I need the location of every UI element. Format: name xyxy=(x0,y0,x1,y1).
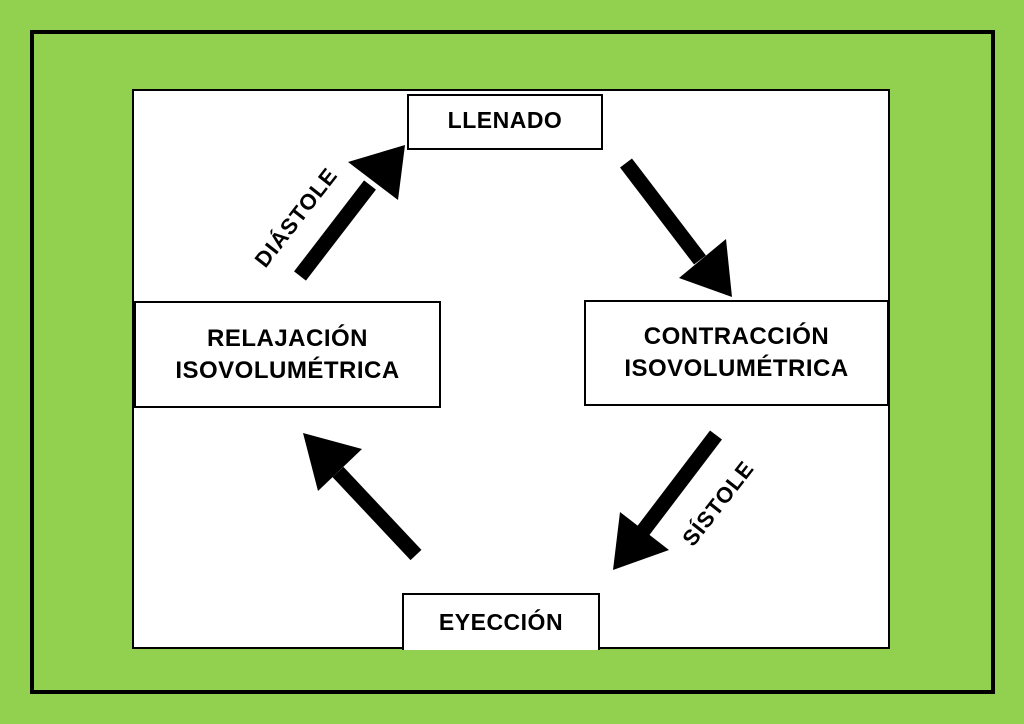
outer-frame xyxy=(30,30,995,694)
stage-eyeccion: EYECCIÓN xyxy=(402,593,600,650)
stage-contraccion-isovolumetrica: CONTRACCIÓN ISOVOLUMÉTRICA xyxy=(584,300,889,406)
stage-relajacion-label: RELAJACIÓN ISOVOLUMÉTRICA xyxy=(175,324,400,384)
stage-contraccion-label: CONTRACCIÓN ISOVOLUMÉTRICA xyxy=(624,323,849,382)
stage-llenado-label: LLENADO xyxy=(447,106,563,133)
stage-llenado: LLENADO xyxy=(407,94,603,150)
stage-relajacion-isovolumetrica: RELAJACIÓN ISOVOLUMÉTRICA xyxy=(134,301,441,408)
stage-eyeccion-label: EYECCIÓN xyxy=(438,609,564,635)
